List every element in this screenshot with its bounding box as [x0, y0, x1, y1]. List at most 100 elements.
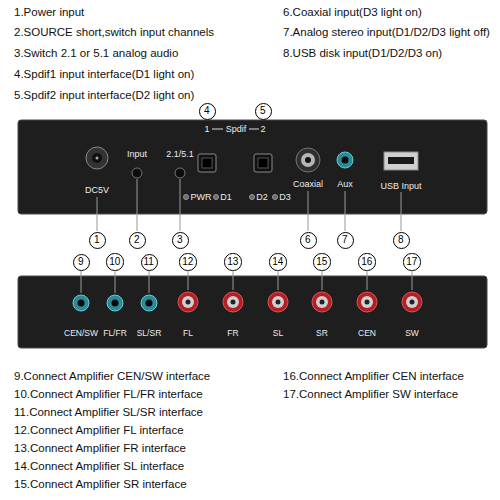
- leader-line: [322, 271, 323, 290]
- led: [273, 195, 278, 200]
- panel-label: USB Input: [380, 182, 421, 191]
- callout-circle: 4: [199, 103, 216, 120]
- spdif-dash: [212, 129, 223, 130]
- aux-jack-hole: [342, 157, 349, 164]
- panel-label: D3: [279, 193, 291, 202]
- mini-jack: [107, 295, 123, 311]
- dc-jack-pin: [96, 157, 99, 160]
- mini-jack-hole: [146, 300, 153, 307]
- panel-label: SR: [316, 329, 328, 338]
- leader-line: [233, 271, 234, 290]
- callout-circle: 17: [403, 253, 420, 270]
- callout-circle: 15: [313, 253, 330, 270]
- rca-jack: [357, 292, 377, 312]
- mini-jack: [141, 295, 157, 311]
- callout-circle: 1: [89, 232, 106, 249]
- description-line: 13.Connect Amplifier FR interface: [14, 442, 186, 455]
- leader-line: [308, 191, 309, 231]
- device-panel: 1Spdif2DC5VInput2.1/5.1PWRD1D2D3CoaxialA…: [18, 120, 487, 214]
- optical-port: [254, 154, 272, 172]
- rca-jack-hole: [276, 300, 281, 305]
- aux-jack: [337, 152, 353, 168]
- description-line: 14.Connect Amplifier SL interface: [14, 460, 184, 473]
- callout-number: 17: [406, 257, 417, 267]
- rca-jack-hole: [410, 300, 415, 305]
- description-line: 11.Connect Amplifier SL/SR interface: [14, 406, 203, 419]
- callout-number: 11: [144, 257, 154, 267]
- callout-number: 9: [78, 257, 84, 267]
- callout-number: 7: [342, 235, 348, 245]
- coaxial-jack-ring: [301, 153, 315, 167]
- callout-circle: 2: [129, 232, 146, 249]
- description-line: 8.USB disk input(D1/D2/D3 on): [283, 47, 442, 60]
- description-line: 9.Connect Amplifier CEN/SW interface: [14, 370, 210, 383]
- optical-port-hole: [202, 158, 212, 168]
- leader-line: [180, 179, 181, 231]
- callout-circle: 9: [73, 254, 90, 271]
- optical-port-hole: [258, 158, 268, 168]
- rca-jack: [402, 292, 422, 312]
- callout-number: 6: [305, 235, 311, 245]
- callout-number: 8: [398, 235, 404, 245]
- description-line: 2.SOURCE short,switch input channels: [14, 26, 214, 39]
- led: [214, 195, 219, 200]
- panel-label: FR: [227, 329, 238, 338]
- rca-jack-hole: [365, 300, 370, 305]
- panel-label: 2: [260, 125, 265, 134]
- callout-circle: 3: [172, 232, 189, 249]
- callout-number: 5: [260, 106, 266, 116]
- rca-jack-metal: [406, 296, 418, 308]
- panel-label: Spdif: [226, 125, 247, 134]
- callout-circle: 5: [255, 103, 272, 120]
- panel-label: Aux: [337, 180, 353, 189]
- panel-label: PWR: [191, 193, 212, 202]
- callout-number: 10: [109, 257, 120, 267]
- panel-label: SL: [273, 329, 283, 338]
- description-line: 1.Power input: [14, 6, 84, 19]
- callout-number: 15: [316, 257, 327, 267]
- description-line: 6.Coaxial input(D3 light on): [283, 6, 422, 19]
- callout-number: 14: [272, 257, 283, 267]
- coaxial-jack-hole: [305, 157, 311, 163]
- callout-number: 16: [361, 257, 372, 267]
- panel-label: FL/FR: [103, 329, 127, 338]
- rca-jack-hole: [320, 300, 325, 305]
- mini-jack-hole: [112, 300, 119, 307]
- rca-jack-metal: [182, 296, 194, 308]
- led: [184, 195, 189, 200]
- callout-number: 3: [177, 235, 183, 245]
- callout-number: 12: [182, 257, 193, 267]
- panel-label: CEN/SW: [64, 329, 98, 338]
- callout-circle: 10: [106, 253, 123, 270]
- rca-jack: [223, 292, 243, 312]
- device-panel: CEN/SWFL/FRSL/SRFLFRSLSRCENSW: [18, 276, 487, 348]
- rca-jack-metal: [272, 296, 284, 308]
- callout-circle: 8: [393, 232, 410, 249]
- mini-jack-hole: [78, 300, 85, 307]
- leader-line: [401, 192, 402, 231]
- rca-jack-metal: [227, 296, 239, 308]
- optical-port: [198, 154, 216, 172]
- description-line: 12.Connect Amplifier FL interface: [14, 424, 184, 437]
- rca-jack-metal: [361, 296, 373, 308]
- rca-jack-hole: [231, 300, 236, 305]
- callout-circle: 13: [224, 253, 241, 270]
- mode-button: [175, 168, 185, 178]
- description-line: 4.Spdif1 input interface(D1 light on): [14, 68, 194, 81]
- dc-jack: [86, 147, 108, 169]
- rca-jack: [312, 292, 332, 312]
- panel-label: 1: [204, 125, 209, 134]
- callout-number: 2: [134, 235, 140, 245]
- rear-panel-body: [18, 276, 487, 348]
- callout-circle: 7: [337, 232, 354, 249]
- leader-line: [97, 197, 98, 231]
- panel-label: SW: [405, 329, 419, 338]
- spdif-dash: [249, 129, 259, 130]
- leader-line: [149, 271, 150, 293]
- leader-line: [137, 179, 138, 231]
- led: [250, 195, 255, 200]
- leader-line: [367, 271, 368, 290]
- input-button: [132, 168, 142, 178]
- rca-jack-hole: [186, 300, 191, 305]
